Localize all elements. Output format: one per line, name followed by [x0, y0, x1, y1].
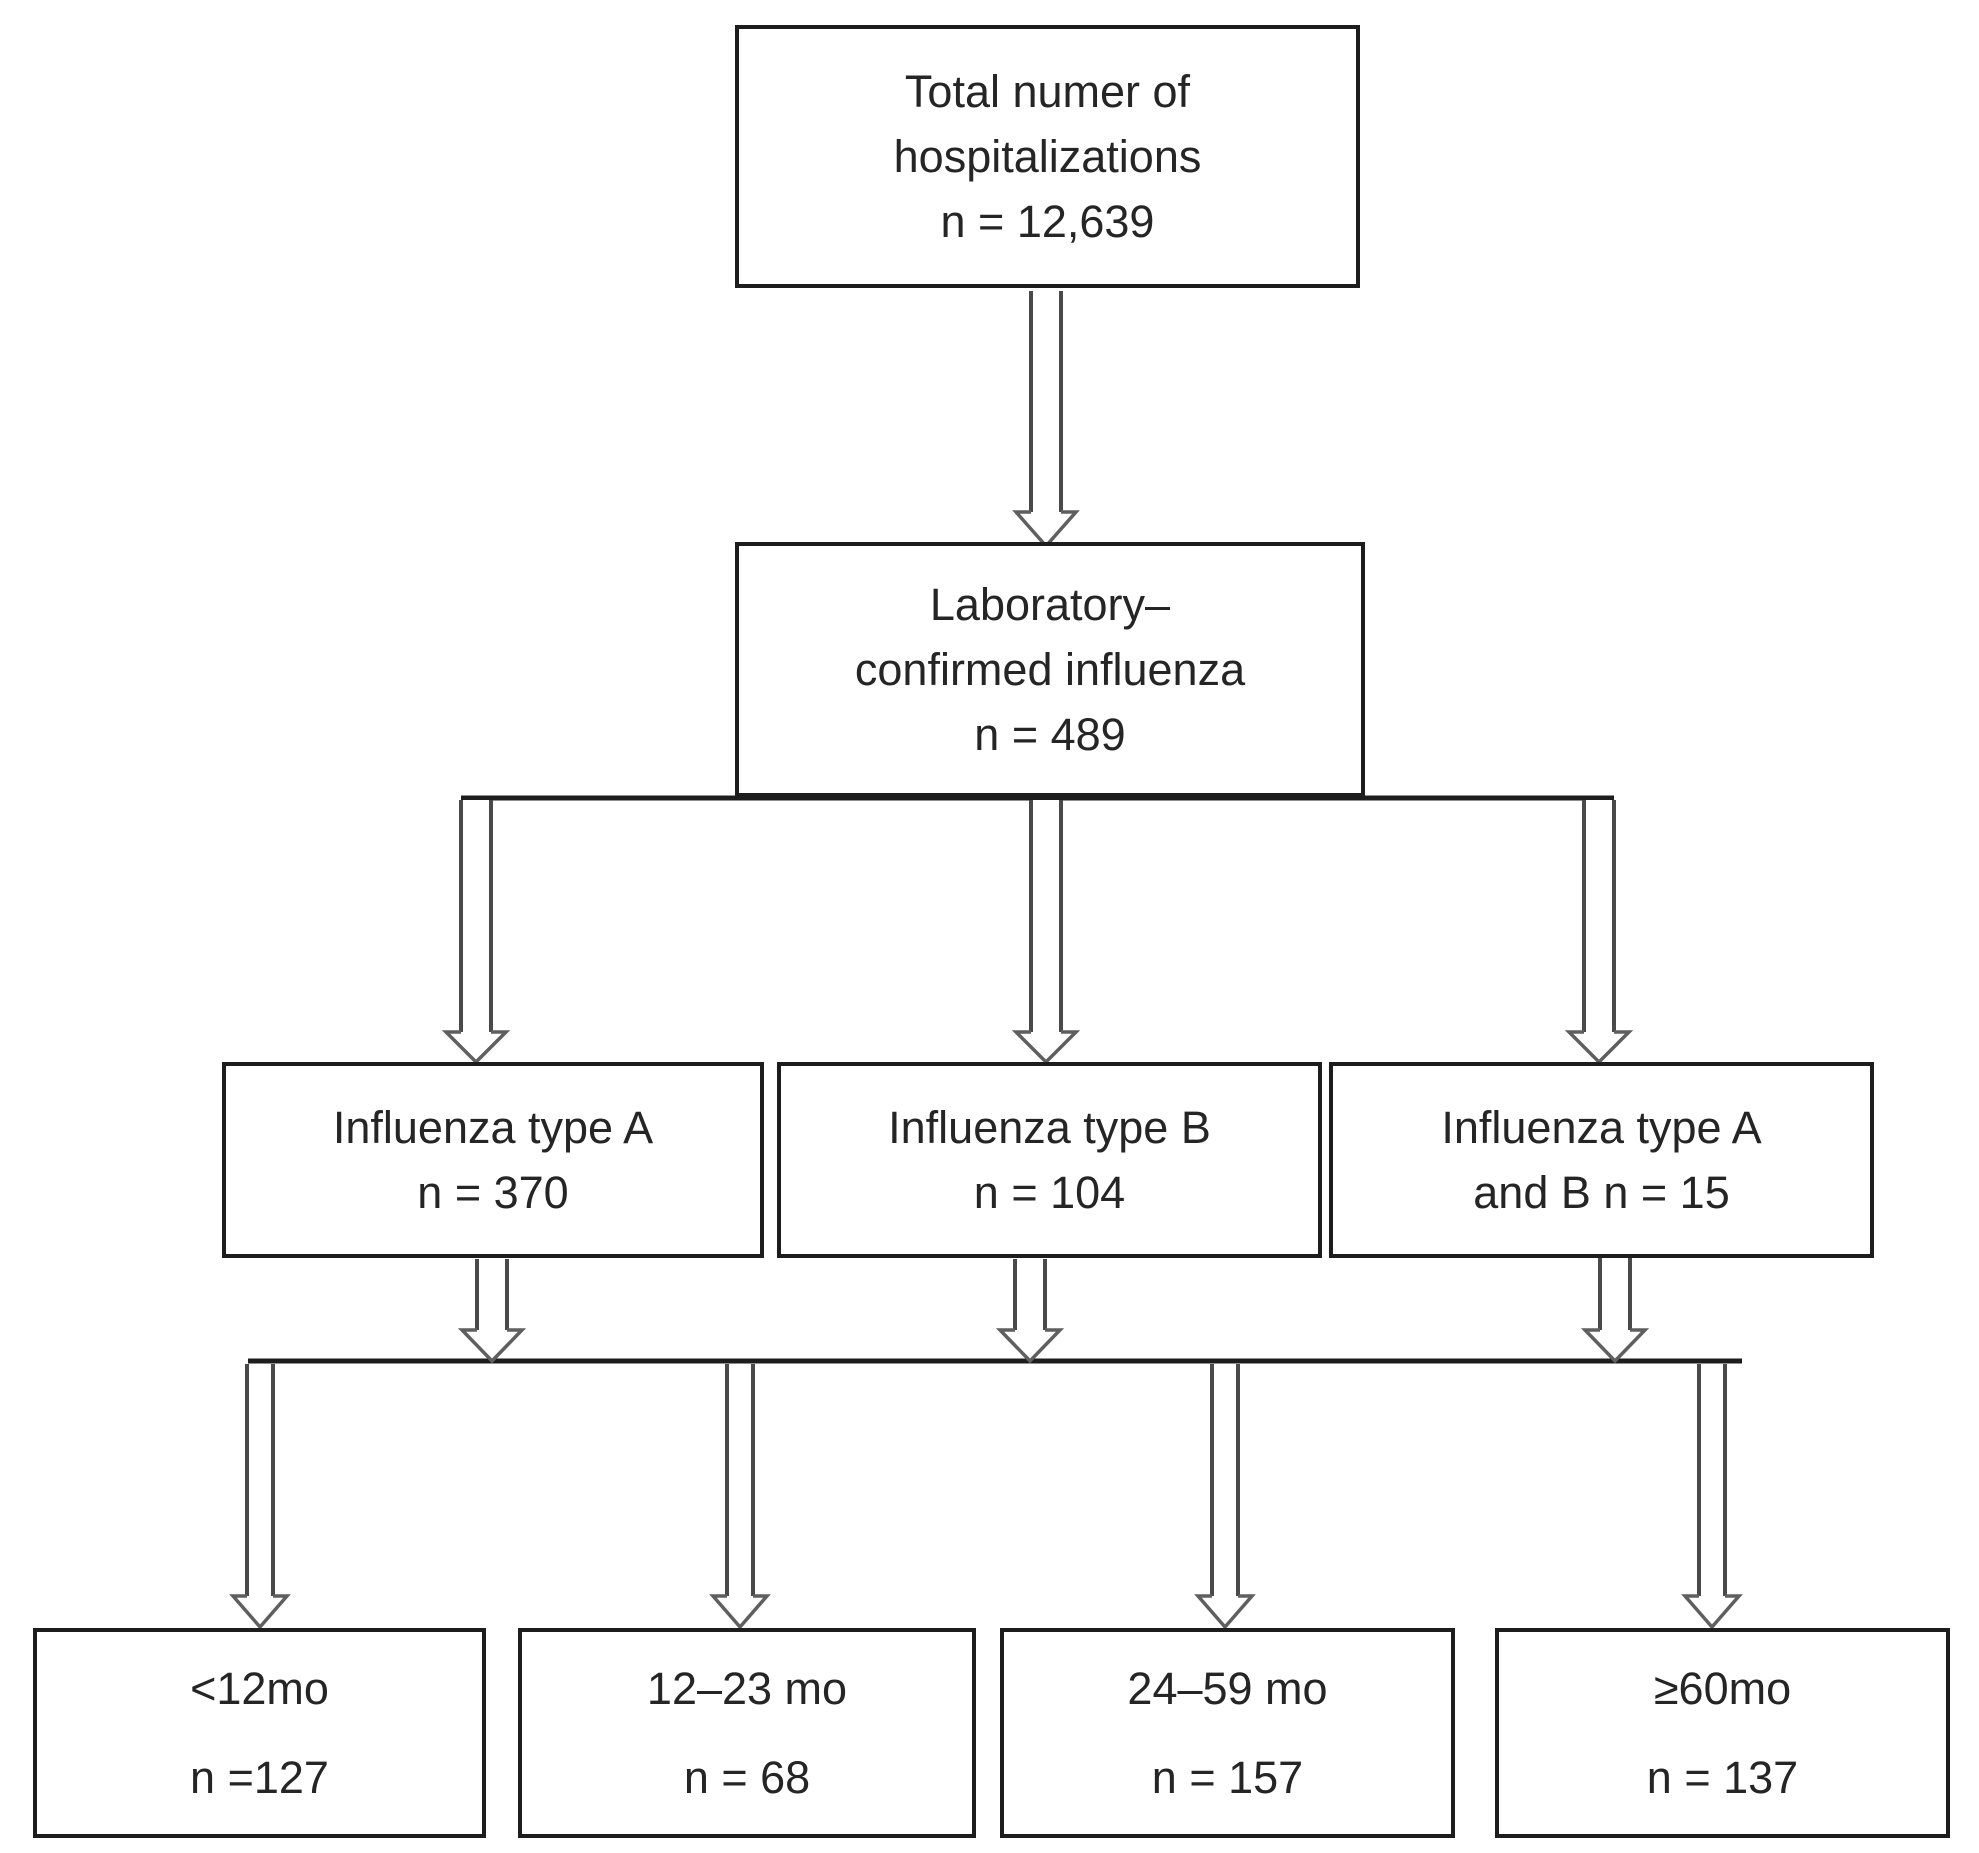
node-text-line: Influenza type A: [332, 1102, 654, 1153]
node-age-24-59mo: 24–59 mo n = 157: [1000, 1628, 1455, 1838]
node-text-line: 24–59 mo: [1127, 1663, 1328, 1714]
node-lab-confirmed-influenza: Laboratory– confirmed influenza n = 489: [735, 542, 1365, 797]
node-text-line: Influenza type B: [888, 1102, 1211, 1153]
node-text-line: n = 12,639: [940, 196, 1155, 247]
node-influenza-type-a-and-b: Influenza type A and B n = 15: [1329, 1062, 1874, 1258]
node-text-line: Influenza type A: [1441, 1102, 1762, 1153]
arrow-type-ab-to-age-line: [1580, 1250, 1650, 1364]
node-text-line: n = 68: [683, 1752, 811, 1803]
node-text-line: n = 137: [1646, 1752, 1799, 1803]
node-age-under-12mo: <12mo n =127: [33, 1628, 486, 1838]
node-text-line: n = 157: [1151, 1752, 1304, 1803]
node-text-line: n = 370: [417, 1167, 569, 1218]
node-total-hospitalizations: Total numer of hospitalizations n = 12,6…: [735, 25, 1360, 288]
node-text-line: ≥60mo: [1653, 1663, 1792, 1714]
arrow-branch-to-type-b: [1011, 800, 1081, 1065]
arrow-age-line-to-12-23mo: [709, 1364, 771, 1630]
arrow-branch-to-type-ab: [1564, 800, 1634, 1065]
node-text-line: Laboratory–: [929, 579, 1171, 630]
node-influenza-type-b: Influenza type B n = 104: [777, 1062, 1322, 1258]
node-text-line: confirmed influenza: [854, 644, 1246, 695]
arrow-total-to-lab: [1012, 291, 1080, 549]
arrow-age-line-to-24-59mo: [1194, 1364, 1256, 1630]
node-text-line: n =127: [190, 1752, 329, 1803]
node-text-line: hospitalizations: [893, 131, 1202, 182]
arrow-age-line-to-60mo: [1681, 1364, 1743, 1630]
arrow-age-line-to-lt12: [229, 1364, 291, 1630]
arrow-type-a-to-age-line: [457, 1259, 527, 1364]
node-age-60mo-plus: ≥60mo n = 137: [1495, 1628, 1950, 1838]
arrow-type-b-to-age-line: [995, 1259, 1065, 1364]
node-text-line: and B n = 15: [1473, 1167, 1730, 1218]
node-text-line: Total numer of: [904, 66, 1191, 117]
node-text-line: 12–23 mo: [646, 1663, 848, 1714]
node-text-line: n = 489: [974, 709, 1126, 760]
node-age-12-23mo: 12–23 mo n = 68: [518, 1628, 976, 1838]
node-influenza-type-a: Influenza type A n = 370: [222, 1062, 764, 1258]
node-text-line: n = 104: [973, 1167, 1126, 1218]
node-text-line: <12mo: [190, 1663, 329, 1714]
arrow-branch-to-type-a: [441, 800, 511, 1065]
